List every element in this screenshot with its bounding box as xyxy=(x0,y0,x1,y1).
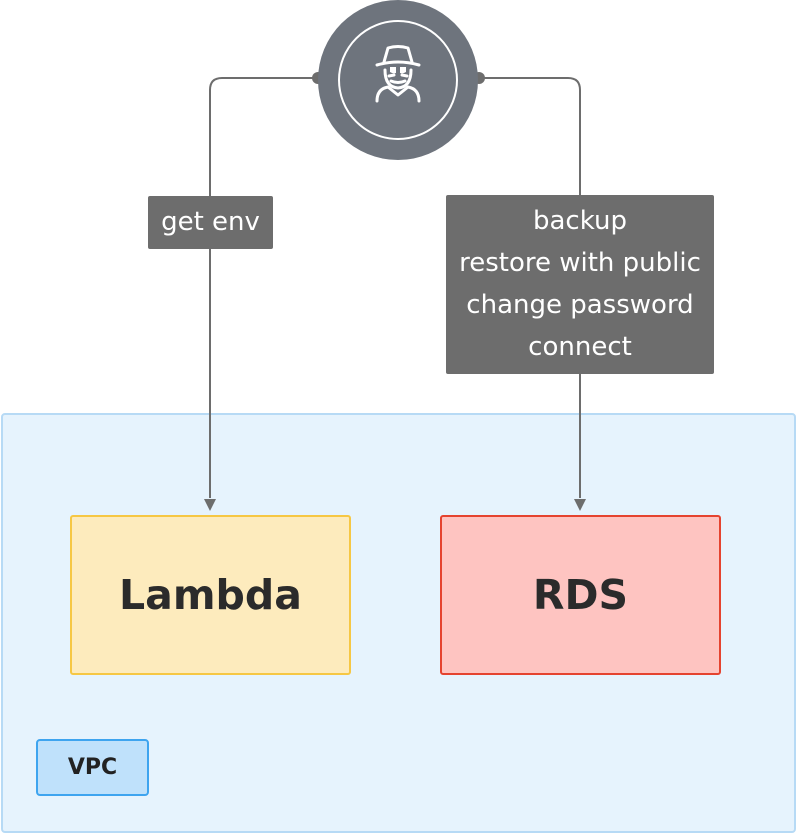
edge-label-line: change password xyxy=(466,290,694,320)
rds-node: RDS xyxy=(440,515,721,675)
vpc-label: VPC xyxy=(36,739,149,796)
edge-label-line: connect xyxy=(528,332,632,362)
arrowhead-lambda xyxy=(204,499,216,511)
rds-label: RDS xyxy=(532,571,629,619)
attacker-ring xyxy=(338,20,458,140)
edge-label-get-env: get env xyxy=(148,196,273,249)
arrowhead-rds xyxy=(574,499,586,511)
edge-rds-actions xyxy=(479,77,581,498)
lambda-node: Lambda xyxy=(70,515,351,675)
attacker-node xyxy=(318,0,478,160)
edge-label-line: restore with public xyxy=(459,248,701,278)
edge-get-env xyxy=(209,77,318,498)
lambda-label: Lambda xyxy=(119,571,302,619)
spy-icon xyxy=(375,45,421,103)
edge-label-rds-actions: backup restore with public change passwo… xyxy=(446,195,714,374)
edge-label-line: backup xyxy=(533,206,627,236)
